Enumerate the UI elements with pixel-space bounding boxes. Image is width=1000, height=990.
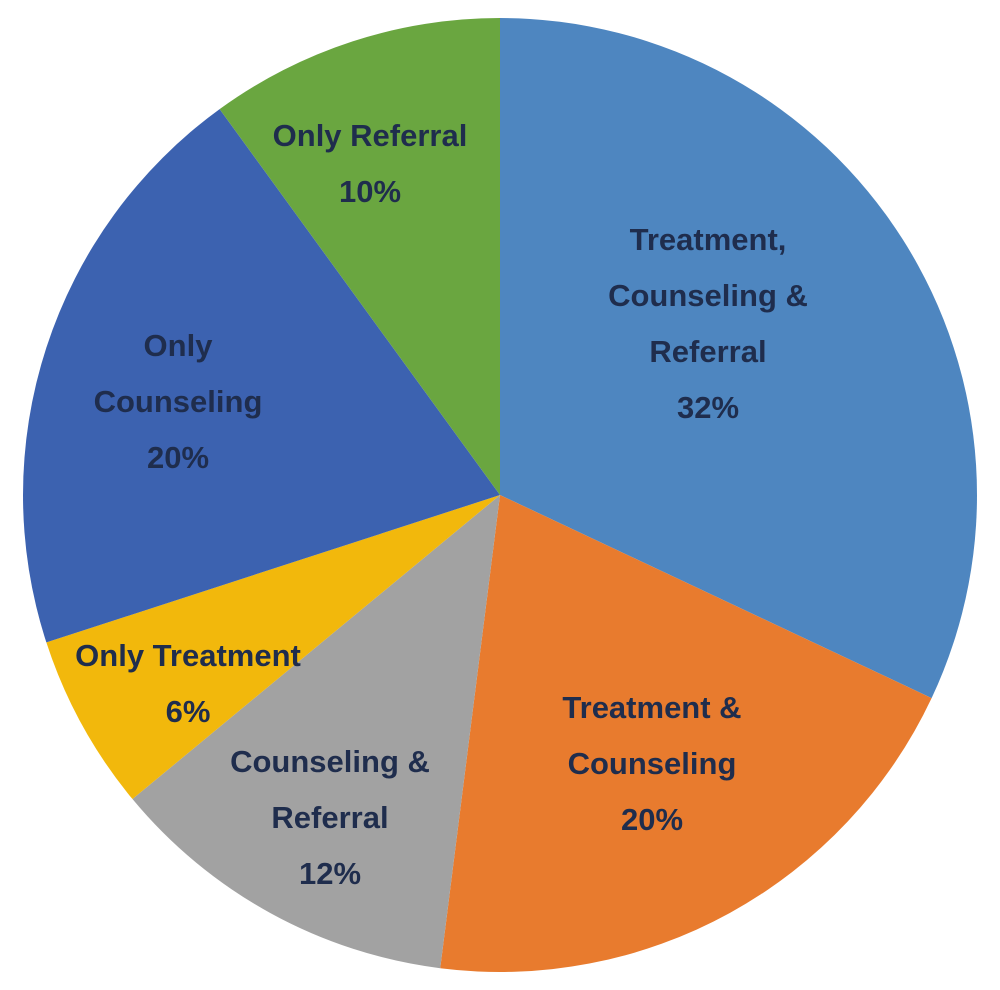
slice-label-line: Only Referral (273, 118, 468, 153)
slice-label-line: Referral (649, 334, 766, 369)
pie-slice (23, 109, 501, 643)
slice-label: Treatment, Counseling & Referral 32% (608, 222, 808, 425)
slice-label-line: Only (144, 328, 214, 363)
slice-label-line: 12% (299, 856, 361, 891)
slice-label: Treatment & Counseling 20% (562, 690, 741, 837)
slice-label-line: Treatment & (562, 690, 741, 725)
slice-label-line: 20% (621, 802, 683, 837)
pie-slice (132, 495, 500, 969)
slice-label-line: Counseling & (230, 744, 430, 779)
slice-label-line: Treatment, (630, 222, 787, 257)
pie-slices (23, 18, 977, 973)
slice-label: Counseling & Referral 12% (230, 744, 430, 891)
pie-slice (440, 495, 932, 973)
slice-label-line: Referral (271, 800, 388, 835)
slice-label-line: 32% (677, 390, 739, 425)
slice-label-line: Only Treatment (75, 638, 301, 673)
pie-slice (219, 18, 500, 495)
slice-label: Only Treatment 6% (75, 638, 301, 729)
slice-label-line: Counseling (94, 384, 263, 419)
slice-label-line: Counseling & (608, 278, 808, 313)
slice-label-line: Counseling (568, 746, 737, 781)
slice-label: Only Referral 10% (273, 118, 468, 209)
slice-label-line: 20% (147, 440, 209, 475)
pie-slice (500, 18, 977, 699)
slice-label-line: 10% (339, 174, 401, 209)
slice-label-line: 6% (166, 694, 211, 729)
pie-slice (46, 495, 500, 800)
